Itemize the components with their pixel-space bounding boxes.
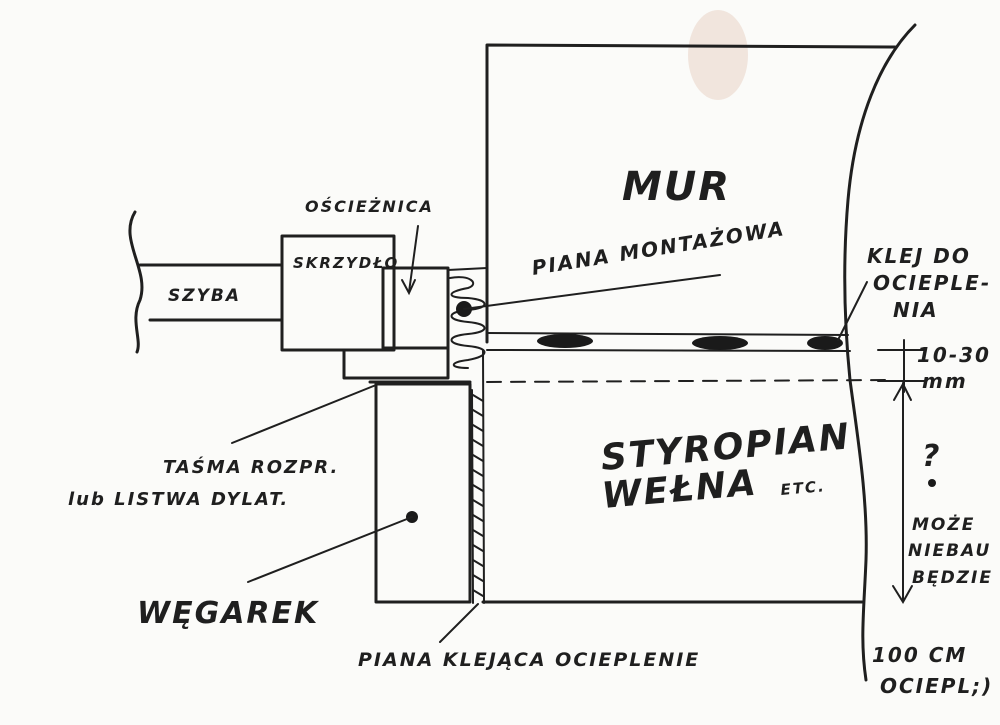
label-mur: MUR (622, 164, 731, 210)
label-bedzie: BĘDZIE (912, 568, 993, 588)
label-piana-klejaca: PIANA KLEJĄCA OCIEPLENIE (358, 649, 700, 671)
label-gap-2: mm (922, 369, 968, 393)
frame-leader (408, 225, 419, 293)
mounting-foam-leader (463, 274, 721, 310)
adhesive-blob-1 (537, 334, 593, 348)
label-ocieplenie-2: OCIEPL;) (880, 674, 993, 698)
adhesive-line-bottom (486, 349, 851, 352)
label-etc: ETC. (780, 477, 827, 499)
adhesive-leader (837, 281, 868, 341)
frame-base (342, 346, 450, 380)
label-ocieplenie-1: 100 CM (872, 643, 967, 667)
label-klej-1: KLEJ DO (867, 244, 971, 268)
label-oscieznica: OŚCIEŻNICA (305, 197, 434, 216)
label-szyba: SZYBA (168, 286, 241, 306)
label-tasma-1: TAŚMA ROZPR. (163, 456, 339, 478)
label-piana-montazowa: PIANA MONTAŻOWA (530, 216, 787, 280)
glue-foam-line-left (471, 389, 474, 604)
tape-leader (231, 384, 377, 444)
break-line-right (843, 23, 917, 682)
insulation-dashed-line (486, 379, 891, 383)
label-wegarek: WĘGAREK (137, 596, 320, 631)
frame-arrow (401, 279, 416, 296)
label-gap-1: 10-30 (917, 343, 991, 367)
question-dot (928, 479, 936, 487)
frame-box (381, 266, 450, 350)
glue-label-leader (439, 603, 479, 643)
glue-foam-hatch (472, 394, 484, 597)
sash-box (280, 234, 396, 352)
adhesive-line-top (486, 332, 849, 336)
label-question: ? (922, 439, 941, 474)
wegarek-block (374, 382, 472, 604)
label-klej-2: OCIEPLE- (873, 271, 991, 295)
label-tasma-2: lub LISTWA DYLAT. (68, 489, 289, 510)
depth-arrow-head-bottom (892, 585, 913, 604)
adhesive-blob-3 (807, 336, 843, 350)
wegarek-leader (247, 516, 413, 583)
mounting-foam-top (447, 267, 488, 271)
label-niebau: NIEBAU (908, 541, 991, 561)
label-skrzydlo: SKRZYDŁO (293, 254, 399, 272)
paper-stain (688, 10, 748, 100)
label-moze: MOŻE (912, 513, 975, 535)
label-klej-3: NIA (893, 298, 939, 322)
mounting-foam-coils (449, 276, 486, 369)
wall-outline (485, 43, 897, 344)
glass-break-curve (128, 210, 144, 354)
adhesive-blob-2 (692, 336, 748, 350)
depth-arrow-head-top (893, 381, 912, 401)
